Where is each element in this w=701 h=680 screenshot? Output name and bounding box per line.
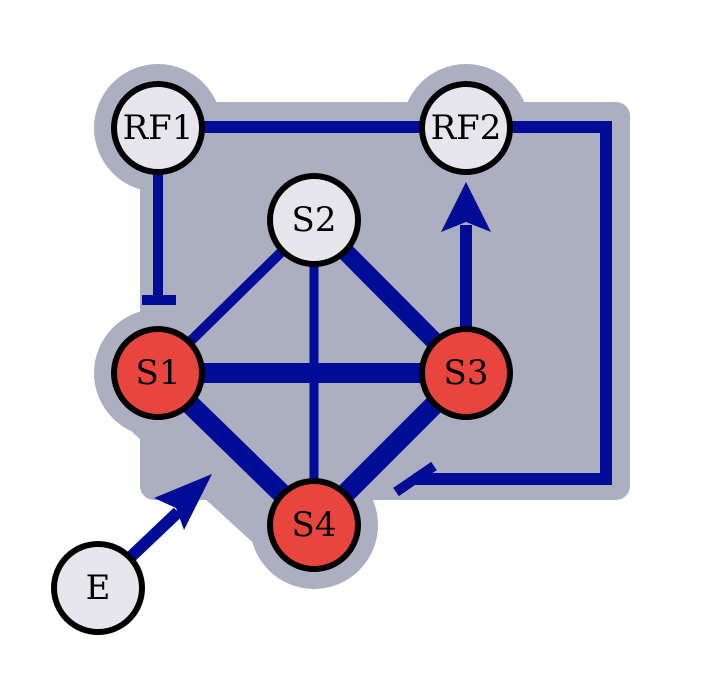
nodes: [51, 81, 513, 635]
arrowhead-s3-rf2: [441, 182, 491, 232]
node-s3: [419, 326, 513, 420]
label-rf1: RF1: [123, 108, 194, 148]
label-e: E: [86, 568, 111, 608]
node-labels: RF1 RF2 S2 S1 S3 S4 E: [86, 108, 502, 608]
edge-rf2-s4-inhibition: [414, 121, 612, 485]
node-s4: [267, 478, 361, 572]
halo-s1-s4-fill: [110, 373, 314, 590]
label-s2: S2: [292, 200, 337, 240]
node-s1: [111, 326, 205, 420]
node-e: [51, 541, 145, 635]
label-s1: S1: [136, 353, 181, 393]
inhibition-bar-rf2-s4: [393, 461, 437, 497]
node-s2: [267, 173, 361, 267]
arrowhead-e-s4: [154, 474, 212, 530]
node-rf2: [419, 81, 513, 175]
label-s4: S4: [292, 505, 337, 545]
label-s3: S3: [444, 353, 489, 393]
label-rf2: RF2: [431, 108, 502, 148]
arrowheads: [154, 182, 491, 530]
node-rf1: [111, 81, 205, 175]
